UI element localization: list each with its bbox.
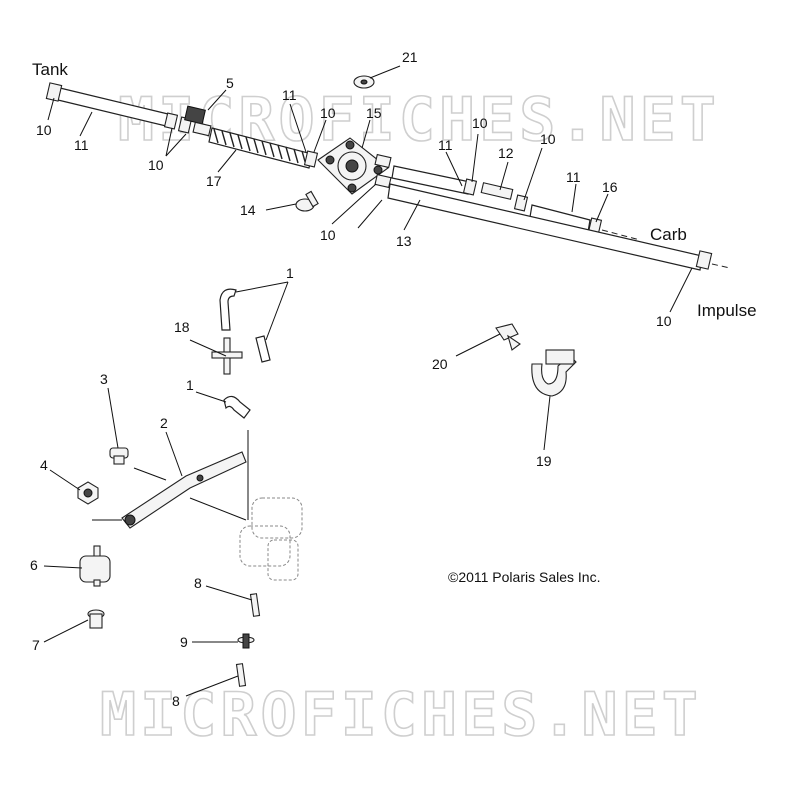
pin-8-upper	[249, 593, 261, 617]
callout-10-g: 10	[656, 313, 672, 329]
callout-18: 18	[174, 319, 190, 335]
callout-9: 9	[180, 634, 188, 650]
fuel-pump-15	[317, 137, 392, 195]
callout-2: 2	[160, 415, 168, 431]
clamp-10-a	[163, 112, 179, 130]
callout-10-d: 10	[36, 122, 52, 138]
clamp-10-d	[462, 178, 478, 196]
valve-9	[237, 633, 255, 649]
callout-1-a: 1	[286, 265, 294, 281]
callout-11-c: 11	[566, 169, 581, 185]
callout-8-b: 8	[172, 693, 180, 709]
leader-lines	[43, 65, 693, 697]
carburetor	[189, 430, 303, 581]
clamp-10-c	[303, 150, 319, 168]
tank-hose-assembly	[45, 82, 319, 169]
callout-7: 7	[32, 637, 40, 653]
mount-6	[79, 545, 111, 587]
fuel-valve-5	[184, 105, 212, 137]
callout-10-e: 10	[148, 157, 164, 173]
carb-hose-assembly	[391, 165, 641, 241]
pin-8-lower	[235, 663, 247, 687]
callout-11-b: 11	[438, 137, 453, 153]
callout-1-b: 1	[186, 377, 194, 393]
nut-4	[77, 481, 99, 505]
tee-assembly	[211, 288, 271, 419]
callout-16: 16	[602, 179, 618, 195]
washer-21	[353, 75, 375, 89]
label-carb: Carb	[650, 225, 687, 244]
tee-fitting-18	[211, 337, 243, 375]
watermark-top: MICROFICHES.NET	[118, 85, 720, 155]
hose-1-lower	[223, 395, 251, 419]
callout-10-f: 10	[320, 227, 336, 243]
filter-12	[480, 182, 514, 200]
impulse-hose-13	[387, 183, 731, 271]
callout-8-a: 8	[194, 575, 202, 591]
screw-14	[295, 190, 319, 212]
clamp-tank-end	[45, 82, 63, 102]
callout-13: 13	[396, 233, 412, 249]
callout-14: 14	[240, 202, 256, 218]
spring-hose-17	[208, 127, 313, 169]
callout-12: 12	[498, 145, 514, 161]
callout-11-a: 11	[282, 87, 297, 103]
callout-21: 21	[402, 49, 418, 65]
callout-20: 20	[432, 356, 448, 372]
callout-10-b: 10	[472, 115, 488, 131]
label-tank: Tank	[32, 60, 68, 79]
clamp-10-e	[513, 194, 529, 212]
callout-4: 4	[40, 457, 48, 473]
callout-17: 17	[206, 173, 222, 189]
callout-3: 3	[100, 371, 108, 387]
screw-20	[495, 323, 521, 351]
hose-1-upper	[219, 288, 237, 331]
grommet-7	[87, 609, 105, 629]
callout-10-c: 10	[540, 131, 556, 147]
callout-10-a: 10	[320, 105, 336, 121]
callout-19: 19	[536, 453, 552, 469]
clamp-19	[531, 349, 577, 397]
callout-15: 15	[366, 105, 382, 121]
callout-6: 6	[30, 557, 38, 573]
watermark-bottom: MICROFICHES.NET	[100, 680, 702, 750]
bracket-2	[121, 451, 247, 529]
callout-11-d: 11	[74, 137, 89, 153]
dashed-to-carb	[601, 229, 641, 241]
copyright-text: ©2011 Polaris Sales Inc.	[448, 569, 600, 585]
bracket-assembly	[77, 447, 247, 629]
label-impulse: Impulse	[697, 301, 757, 320]
hose-1-short	[255, 335, 271, 363]
callout-5: 5	[226, 75, 234, 91]
clamp-impulse-end	[695, 250, 713, 270]
plug-3	[109, 447, 129, 465]
